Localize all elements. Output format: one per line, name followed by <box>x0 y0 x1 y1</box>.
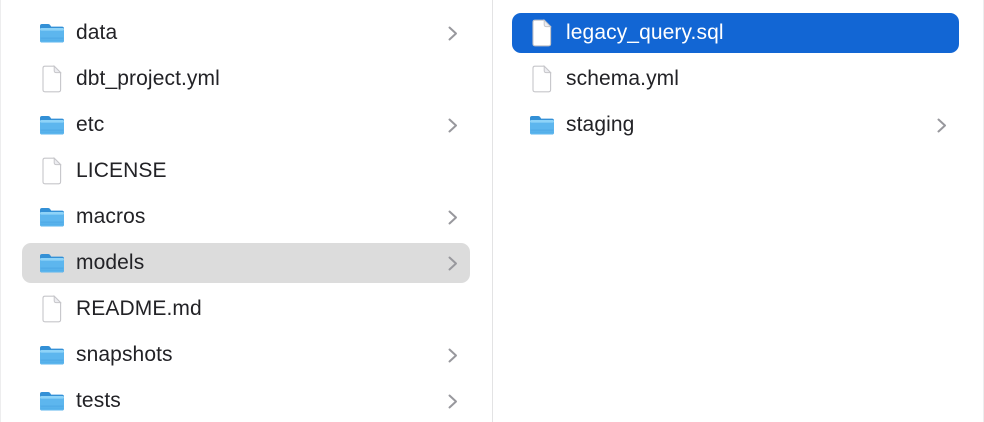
item-label: schema.yml <box>566 67 680 90</box>
item-label: snapshots <box>76 343 173 366</box>
file-icon <box>528 65 556 93</box>
list-item-etc[interactable]: etc <box>0 105 492 149</box>
folder-icon <box>38 344 66 366</box>
left-edge-divider <box>0 0 1 422</box>
column-parent-directory: data dbt_project.yml etc LICENSE <box>0 13 492 422</box>
folder-icon <box>38 114 66 136</box>
list-item-snapshots[interactable]: snapshots <box>0 335 492 379</box>
item-label: dbt_project.yml <box>76 67 220 90</box>
item-label: macros <box>76 205 146 228</box>
chevron-right-icon <box>447 347 458 364</box>
column-divider <box>492 0 493 422</box>
file-icon <box>38 295 66 323</box>
chevron-right-icon <box>447 117 458 134</box>
item-label: models <box>76 251 145 274</box>
item-label: staging <box>566 113 635 136</box>
list-item-dbt-project-yml[interactable]: dbt_project.yml <box>0 59 492 103</box>
folder-icon <box>528 114 556 136</box>
column-models-directory: legacy_query.sql schema.yml staging <box>493 0 984 422</box>
folder-icon <box>38 252 66 274</box>
chevron-right-icon <box>936 117 947 134</box>
list-item-legacy-query-sql-selected[interactable]: legacy_query.sql <box>493 13 984 57</box>
list-item-readme-md[interactable]: README.md <box>0 289 492 333</box>
folder-icon <box>38 390 66 412</box>
list-item-macros[interactable]: macros <box>0 197 492 241</box>
item-label: data <box>76 21 118 44</box>
file-icon <box>38 65 66 93</box>
file-icon <box>38 157 66 185</box>
item-label: legacy_query.sql <box>566 21 724 44</box>
file-icon <box>528 19 556 47</box>
item-label: LICENSE <box>76 159 167 182</box>
item-label: tests <box>76 389 121 412</box>
list-item-schema-yml[interactable]: schema.yml <box>493 59 984 103</box>
list-item-license[interactable]: LICENSE <box>0 151 492 195</box>
item-label: README.md <box>76 297 202 320</box>
list-item-data[interactable]: data <box>0 13 492 57</box>
chevron-right-icon <box>447 25 458 42</box>
list-item-models-selected[interactable]: models <box>0 243 492 287</box>
chevron-right-icon <box>447 255 458 272</box>
chevron-right-icon <box>447 209 458 226</box>
list-item-tests[interactable]: tests <box>0 381 492 422</box>
chevron-right-icon <box>447 393 458 410</box>
folder-icon <box>38 22 66 44</box>
list-item-staging[interactable]: staging <box>493 105 984 149</box>
item-label: etc <box>76 113 105 136</box>
folder-icon <box>38 206 66 228</box>
